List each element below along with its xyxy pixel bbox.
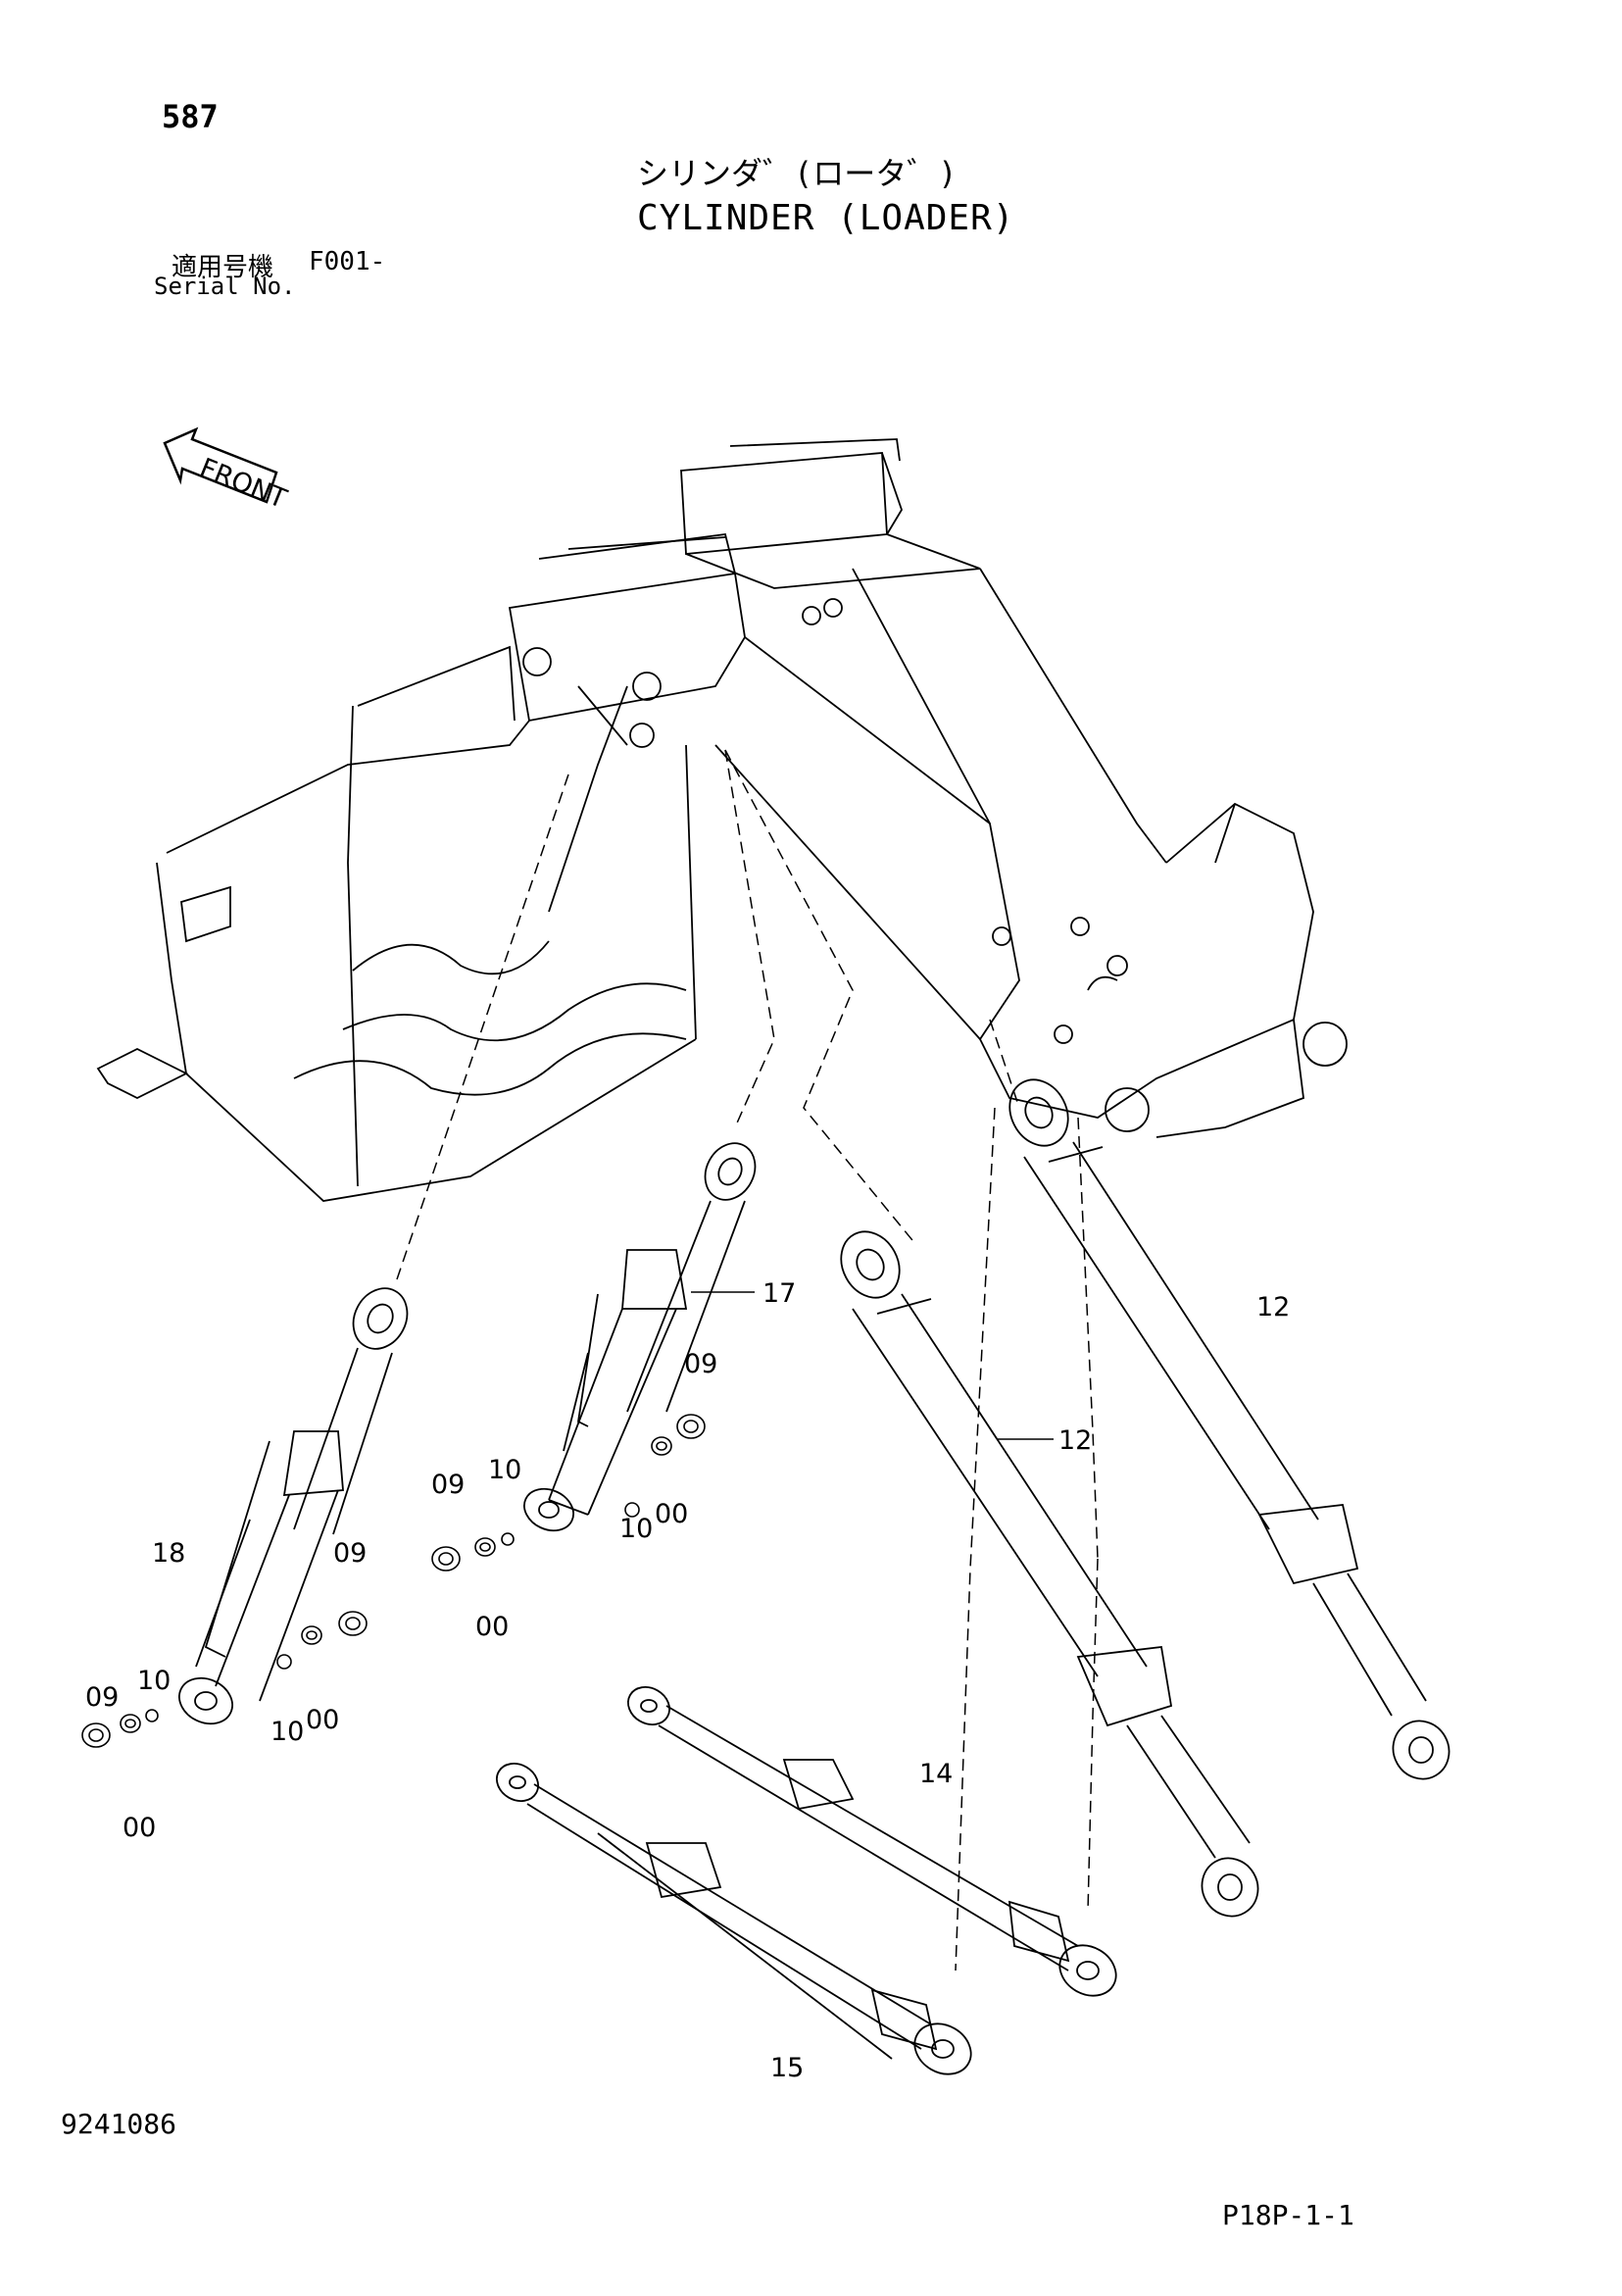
- cylinder-15: [496, 1763, 972, 2075]
- cylinder-14: [627, 1686, 1117, 1997]
- title-english: CYLINDER (LOADER): [637, 198, 1015, 238]
- cylinder-12-rear: [1008, 1078, 1450, 1780]
- callout-17: 17: [762, 1278, 796, 1309]
- callout-12-rear: 12: [1256, 1292, 1290, 1323]
- callout-15: 15: [770, 2053, 804, 2083]
- callout-14: 14: [919, 1759, 953, 1789]
- serial-label-english: Serial No.: [154, 273, 296, 300]
- callout-leaders: [691, 1291, 1054, 1440]
- callout-18: 18: [152, 1538, 185, 1569]
- drawing-number: 9241086: [61, 2108, 177, 2140]
- seal-parts-lower: [81, 1611, 368, 1748]
- cylinder-18: [178, 1287, 409, 1725]
- callout-labels: 17 12 12 09 09 09 09 10 10 10 10 00 00 0…: [85, 1278, 1290, 2083]
- page-number: 587: [162, 98, 219, 135]
- callout-09: 09: [684, 1349, 717, 1379]
- callout-10: 10: [619, 1514, 653, 1544]
- cylinder-12-front: [840, 1230, 1259, 1918]
- front-arrow-icon: FRONT: [163, 426, 291, 515]
- callout-00: 00: [306, 1705, 339, 1735]
- leader-lines: [396, 749, 1099, 1972]
- serial-label-japanese: 適用号機: [172, 253, 274, 282]
- callout-00: 00: [123, 1813, 156, 1843]
- serial-code: F001-: [309, 247, 386, 276]
- callout-10: 10: [137, 1666, 171, 1696]
- seal-parts-upper: [431, 1414, 706, 1572]
- callout-10: 10: [488, 1455, 521, 1485]
- callout-09: 09: [431, 1470, 465, 1500]
- cylinder-17: [523, 1142, 757, 1532]
- callout-09: 09: [333, 1538, 367, 1569]
- callout-00: 00: [475, 1612, 509, 1642]
- callout-10: 10: [270, 1717, 304, 1747]
- front-label: FRONT: [195, 453, 291, 515]
- callout-09: 09: [85, 1682, 119, 1713]
- callout-00: 00: [655, 1499, 688, 1529]
- callout-12-front: 12: [1058, 1425, 1092, 1456]
- loader-frame: [96, 438, 1348, 1202]
- title-japanese: シリンダ゛(ロータ゛): [637, 155, 958, 192]
- sheet-reference: P18P-1-1: [1222, 2199, 1354, 2231]
